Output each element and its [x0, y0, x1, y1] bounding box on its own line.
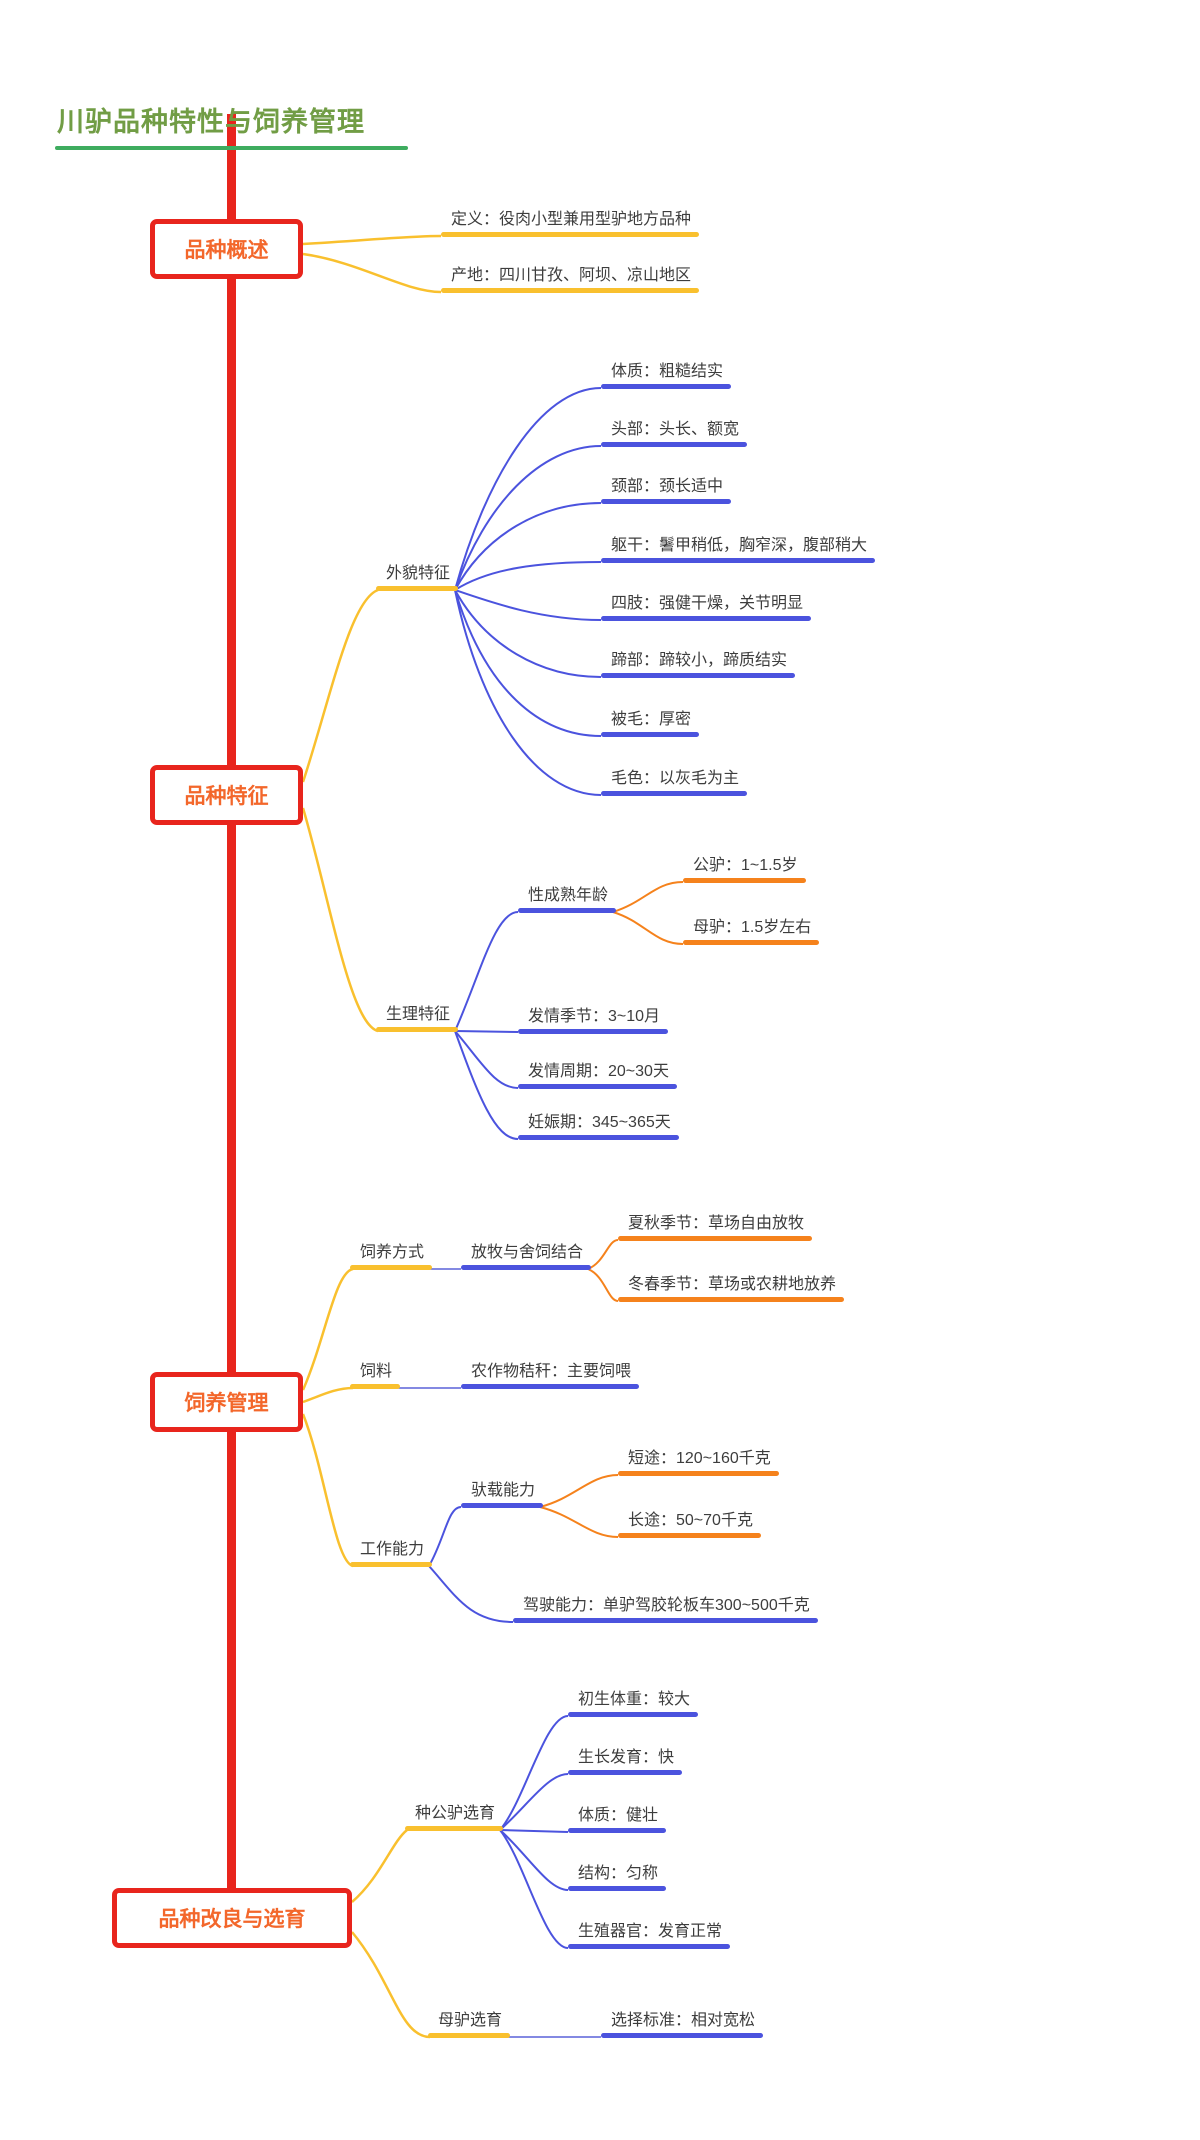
- node-gestation[interactable]: 妊娠期：345~365天: [518, 1113, 679, 1140]
- node-selection-criteria[interactable]: 选择标准：相对宽松: [600, 2011, 764, 2038]
- node-carrying-capacity[interactable]: 驮载能力: [460, 1481, 544, 1508]
- node-physiology[interactable]: 生理特征: [375, 1005, 459, 1032]
- node-coat-color[interactable]: 毛色：以灰毛为主: [600, 769, 748, 796]
- node-limbs[interactable]: 四肢：强健干燥，关节明显: [600, 594, 812, 621]
- node-summer-autumn[interactable]: 夏秋季节：草场自由放牧: [617, 1214, 813, 1241]
- node-estrus-season[interactable]: 发情季节：3~10月: [517, 1007, 669, 1034]
- trunk-line: [227, 114, 236, 1892]
- node-long-distance[interactable]: 长途：50~70千克: [618, 1511, 761, 1538]
- node-coat[interactable]: 被毛：厚密: [600, 710, 700, 737]
- node-origin[interactable]: 产地：四川甘孜、阿坝、凉山地区: [440, 266, 700, 293]
- node-female-donkey-age[interactable]: 母驴：1.5岁左右: [682, 918, 820, 945]
- node-feed[interactable]: 饲料: [349, 1362, 401, 1389]
- topic-label: 品种改良与选育: [158, 1908, 306, 1931]
- node-structure[interactable]: 结构：匀称: [567, 1864, 667, 1891]
- topic-label: 品种特征: [184, 785, 269, 808]
- title-underline: [55, 146, 408, 150]
- node-constitution[interactable]: 体质：粗糙结实: [600, 362, 732, 389]
- node-reproductive-organs[interactable]: 生殖器官：发育正常: [567, 1922, 731, 1949]
- node-short-distance[interactable]: 短途：120~160千克: [618, 1449, 779, 1476]
- topic-breed-improvement[interactable]: 品种改良与选育: [112, 1888, 352, 1948]
- topic-label: 饲养管理: [184, 1392, 269, 1415]
- node-feeding-method[interactable]: 饲养方式: [349, 1243, 433, 1270]
- node-appearance[interactable]: 外貌特征: [375, 564, 459, 591]
- node-head[interactable]: 头部：头长、额宽: [600, 420, 748, 447]
- node-estrus-cycle[interactable]: 发情周期：20~30天: [518, 1062, 677, 1089]
- node-maturity-age[interactable]: 性成熟年龄: [517, 886, 617, 913]
- node-male-donkey-age[interactable]: 公驴：1~1.5岁: [683, 856, 805, 883]
- node-constitution-strong[interactable]: 体质：健壮: [567, 1806, 667, 1833]
- node-grazing-housing[interactable]: 放牧与舍饲结合: [460, 1243, 592, 1270]
- node-sire-selection[interactable]: 种公驴选育: [404, 1804, 504, 1831]
- node-neck[interactable]: 颈部：颈长适中: [600, 477, 732, 504]
- node-driving-capacity[interactable]: 驾驶能力：单驴驾胶轮板车300~500千克: [513, 1596, 818, 1623]
- node-growth[interactable]: 生长发育：快: [567, 1748, 683, 1775]
- node-hooves[interactable]: 蹄部：蹄较小，蹄质结实: [600, 651, 796, 678]
- node-torso[interactable]: 躯干：鬐甲稍低，胸窄深，腹部稍大: [600, 536, 876, 563]
- map-title[interactable]: 川驴品种特性与饲养管理: [57, 107, 365, 137]
- topic-label: 品种概述: [184, 239, 269, 262]
- node-definition[interactable]: 定义：役肉小型兼用型驴地方品种: [440, 210, 700, 237]
- topic-feeding-management[interactable]: 饲养管理: [150, 1372, 303, 1432]
- topic-breed-overview[interactable]: 品种概述: [150, 219, 303, 279]
- node-winter-spring[interactable]: 冬春季节：草场或农耕地放养: [617, 1275, 845, 1302]
- node-dam-selection[interactable]: 母驴选育: [427, 2011, 511, 2038]
- node-work-capacity[interactable]: 工作能力: [349, 1540, 433, 1567]
- node-birth-weight[interactable]: 初生体重：较大: [567, 1690, 699, 1717]
- topic-breed-traits[interactable]: 品种特征: [150, 765, 303, 825]
- node-crop-straw[interactable]: 农作物秸秆：主要饲喂: [460, 1362, 640, 1389]
